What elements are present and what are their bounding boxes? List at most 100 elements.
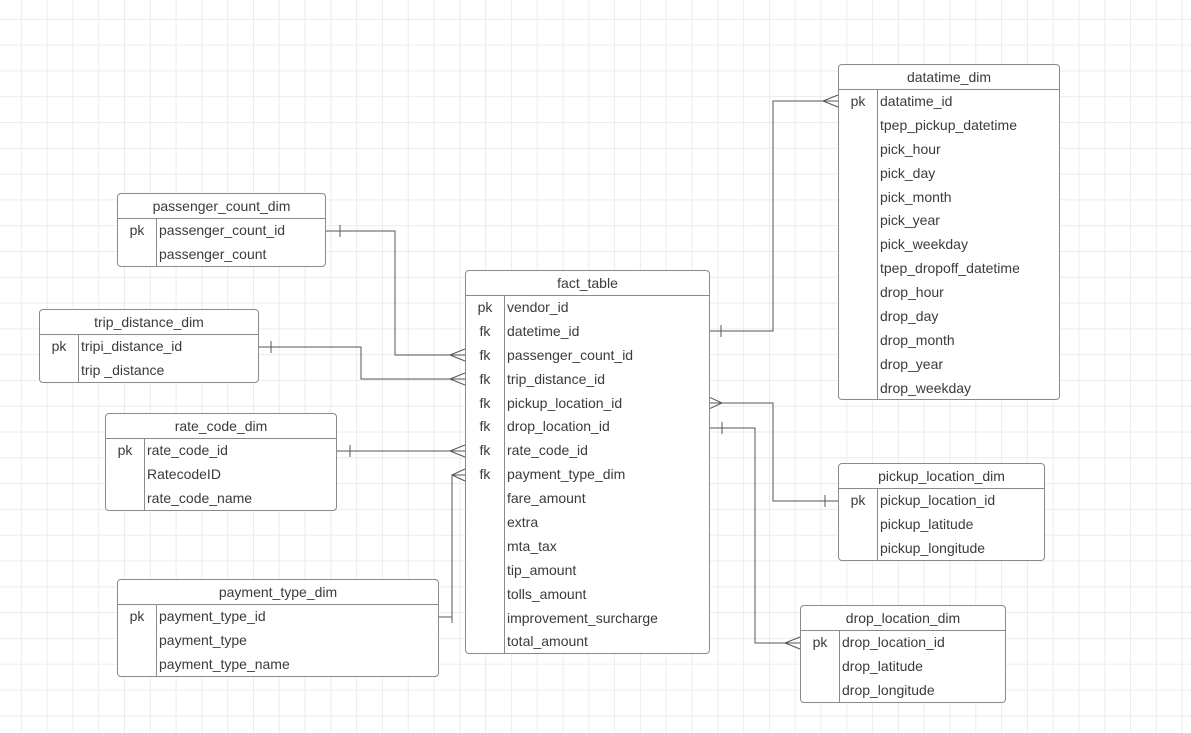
field-row[interactable]: pickup_latitude (839, 513, 1044, 537)
field-name: passenger_count_id (159, 222, 286, 238)
field-name: payment_type_id (159, 608, 266, 624)
field-name: fare_amount (507, 490, 586, 507)
key-column-divider (156, 219, 157, 266)
field-row[interactable]: drop_latitude (801, 655, 1005, 679)
connector-datetime (710, 94, 839, 337)
field-row[interactable]: passenger_count (118, 243, 325, 266)
entity-title: datatime_dim (839, 65, 1059, 90)
field-row[interactable]: total_amount (466, 630, 709, 653)
key-type-label: fk (479, 442, 491, 459)
connector-passenger-count (326, 225, 466, 362)
field-row[interactable]: pk drop_location_id (801, 631, 1005, 655)
entity-title: pickup_location_dim (839, 464, 1044, 489)
field-row[interactable]: drop_month (839, 329, 1059, 353)
field-row[interactable]: extra (466, 511, 709, 535)
field-name: extra (507, 514, 539, 531)
field-row[interactable]: payment_type_name (118, 653, 438, 676)
field-name: pick_hour (880, 140, 941, 157)
field-name: pickup_latitude (880, 515, 974, 532)
field-row[interactable]: pick_year (839, 209, 1059, 233)
entity-title: fact_table (466, 271, 709, 296)
field-row[interactable]: fare_amount (466, 487, 709, 511)
entity-fields: pk drop_location_id drop_latitude drop_long… (801, 631, 1005, 702)
field-name: drop_year (880, 355, 944, 372)
field-name: pickup_location_id (507, 394, 623, 411)
field-row[interactable]: fk passenger_count_id (466, 344, 709, 368)
field-name: passenger_count_id (507, 346, 634, 363)
key-type-label: pk (812, 634, 828, 650)
field-name: pick_year (880, 212, 940, 229)
field-name: rate_code_id (147, 442, 228, 458)
entity-title: rate_code_dim (106, 414, 336, 439)
field-row[interactable]: pick_weekday (839, 233, 1059, 257)
field-name: mta_tax (507, 537, 557, 554)
field-row[interactable]: drop_longitude (801, 679, 1005, 702)
field-row[interactable]: fk rate_code_id (466, 439, 709, 463)
field-name: drop_day (880, 308, 939, 325)
field-row[interactable]: drop_weekday (839, 377, 1059, 399)
field-row[interactable]: mta_tax (466, 535, 709, 559)
key-type-label: pk (129, 608, 145, 624)
field-name: trip_distance_id (507, 370, 606, 387)
field-name: drop_longitude (842, 681, 935, 698)
field-row[interactable]: pk payment_type_id (118, 605, 438, 629)
field-row[interactable]: RatecodeID (106, 463, 336, 487)
field-row[interactable]: drop_day (839, 305, 1059, 329)
field-row[interactable]: pick_month (839, 186, 1059, 210)
field-row[interactable]: pickup_longitude (839, 537, 1044, 560)
field-name: total_amount (507, 633, 588, 650)
key-column-divider (877, 489, 878, 560)
field-row[interactable]: tpep_pickup_datetime (839, 114, 1059, 138)
key-column-divider (78, 335, 79, 382)
key-type-label: pk (850, 492, 866, 508)
field-row[interactable]: pick_hour (839, 138, 1059, 162)
field-row[interactable]: drop_hour (839, 281, 1059, 305)
field-row[interactable]: trip _distance (40, 359, 258, 382)
field-name: drop_location_id (842, 634, 945, 650)
key-type-label: pk (477, 299, 493, 315)
field-name: rate_code_id (507, 442, 588, 459)
field-row[interactable]: payment_type (118, 629, 438, 653)
field-row[interactable]: improvement_surcharge (466, 607, 709, 631)
key-type-label: fk (479, 346, 491, 363)
field-name: RatecodeID (147, 465, 221, 482)
field-row[interactable]: tpep_dropoff_datetime (839, 257, 1059, 281)
field-row[interactable]: fk pickup_location_id (466, 392, 709, 416)
key-type-label: fk (479, 394, 491, 411)
connector-trip-distance (259, 341, 466, 386)
field-name: tip_amount (507, 561, 577, 578)
key-type-label: fk (479, 322, 491, 339)
field-row[interactable]: drop_year (839, 353, 1059, 377)
field-row[interactable]: rate_code_name (106, 487, 336, 510)
entity-title: trip_distance_dim (40, 310, 258, 335)
key-column-divider (839, 631, 840, 702)
key-type-label: fk (479, 466, 491, 483)
field-row[interactable]: tolls_amount (466, 583, 709, 607)
field-row[interactable]: tip_amount (466, 559, 709, 583)
field-row[interactable]: pick_day (839, 162, 1059, 186)
key-type-label: pk (850, 93, 866, 109)
field-name: improvement_surcharge (507, 609, 658, 626)
